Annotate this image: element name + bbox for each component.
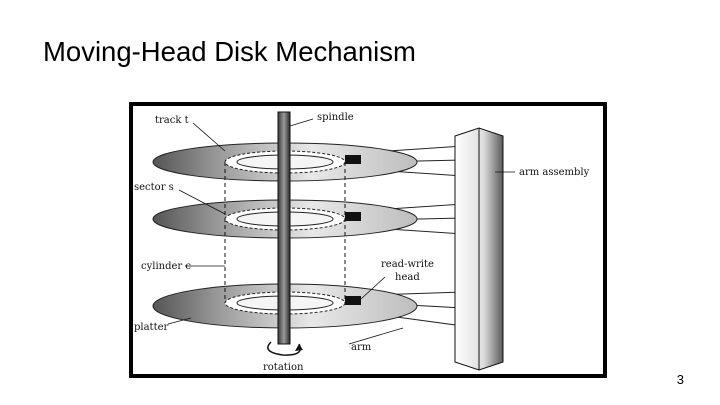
head-middle (345, 212, 361, 221)
head-upper (345, 155, 361, 164)
arm-assembly-column (454, 127, 504, 371)
leader-lines (167, 118, 515, 345)
page-number: 3 (676, 372, 684, 387)
slide-title: Moving-Head Disk Mechanism (43, 36, 416, 67)
cylinder-outline (224, 162, 346, 303)
label-arm-assembly: arm assembly (519, 167, 590, 178)
label-track: track t (155, 115, 189, 126)
disk-diagram: track t spindle arm assembly sector s cy… (133, 106, 603, 374)
label-cylinder: cylinder c (141, 261, 191, 272)
figure-background (133, 106, 603, 374)
label-rotation: rotation (263, 362, 304, 373)
label-head: head (395, 272, 420, 283)
head-lower (345, 296, 361, 305)
rotation-arrowhead (295, 344, 303, 351)
label-spindle: spindle (317, 112, 354, 123)
read-write-heads (345, 155, 361, 305)
label-arm: arm (351, 342, 372, 353)
label-sector: sector s (134, 182, 174, 193)
spindle-shaft (277, 111, 291, 345)
label-platter: platter (134, 322, 169, 333)
disk-mechanism-figure: track t spindle arm assembly sector s cy… (129, 102, 607, 378)
label-read-write: read-write (381, 259, 434, 270)
